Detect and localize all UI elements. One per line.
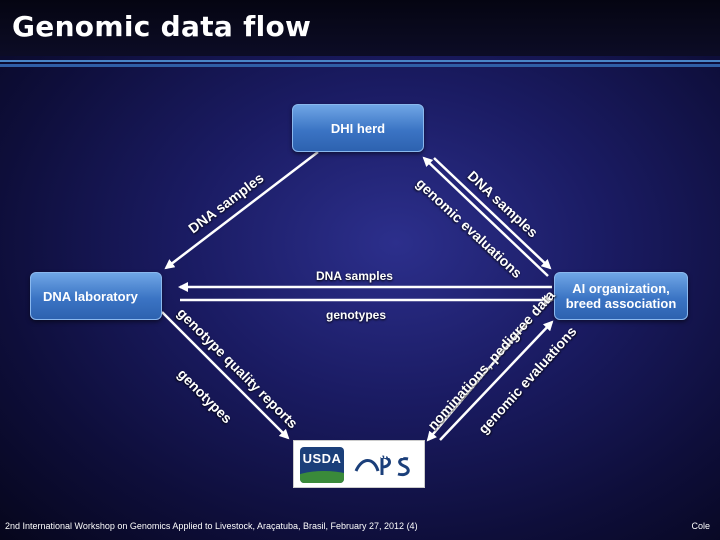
usda-aipl-logo: USDA: [293, 440, 425, 488]
title-rule: [0, 60, 720, 62]
arrow-dhi-to-lab: [164, 151, 319, 270]
slide-author: Cole: [691, 521, 710, 531]
label-ai-to-lab: DNA samples: [316, 269, 393, 283]
node-aipl[interactable]: AIPL: [374, 446, 404, 461]
usda-logo-text: USDA: [302, 451, 342, 466]
arrow-ai-to-dhi: [422, 156, 549, 277]
title-band: [0, 0, 720, 56]
slide-title: Genomic data flow: [12, 10, 312, 43]
node-ai-organization[interactable]: AI organization, breed association: [554, 272, 688, 320]
slide-footer: 2nd International Workshop on Genomics A…: [5, 521, 418, 531]
usda-swoosh-shape: [300, 471, 344, 483]
node-dna-laboratory[interactable]: DNA laboratory: [30, 272, 162, 320]
usda-logo-icon: USDA: [300, 447, 344, 483]
arrow-lab-to-aipl: [161, 311, 290, 440]
arrow-ai-to-aipl: [426, 321, 529, 442]
aipl-mark-icon: [354, 455, 410, 477]
title-rule-secondary: [0, 64, 720, 67]
arrow-aipl-to-ai: [439, 320, 554, 441]
label-lab-to-ai: genotypes: [326, 308, 387, 322]
arrow-dhi-to-ai: [433, 157, 552, 270]
node-dhi-herd[interactable]: DHI herd: [292, 104, 424, 152]
